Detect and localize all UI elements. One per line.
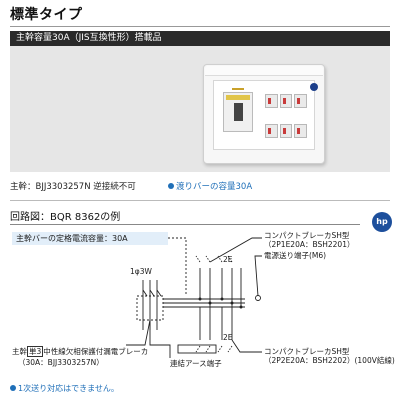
branch-breaker-row-bottom [265,124,308,138]
panel-lid [205,66,323,76]
hp-logo-icon: hp [372,212,392,232]
jumper-bar-note-text: 渡りバーの容量30A [176,182,253,192]
product-image-area [10,46,390,172]
main-breaker-leader [126,319,151,346]
branch-breaker [279,94,293,108]
bottom-2e-label: 2E [223,333,233,342]
bottom-branch-wires [199,303,233,340]
rating-leader-line [168,237,187,296]
main-breaker-tag: 単3 [27,346,44,357]
footnote: 1次送り対応はできません。 [10,383,119,394]
page-title: 標準タイプ [10,7,83,23]
junction-dot [239,305,243,309]
section-divider [10,200,390,201]
branch-breaker [294,94,308,108]
earth-terminal-label: 連結アース端子 [170,359,222,368]
breaker-label-strip [226,95,250,100]
junction-dot [208,301,212,305]
top-breaker-leader [209,237,262,263]
branch-breaker [279,124,293,138]
bullet-dot-icon [168,183,174,189]
junction-dot [220,297,224,301]
bottom-breaker-contacts [195,345,233,353]
branch-breaker [265,94,278,108]
supply-terminal-dot [255,295,261,301]
branch-breaker-row-top [265,94,308,108]
supply-terminal-leader [254,255,262,297]
bottom-breaker-label-line1: コンパクトブレーカSH型 [264,347,350,356]
top-branch-wires [199,268,242,307]
branch-breaker [294,124,308,138]
warning-mark [232,84,244,90]
main-breaker-contacts [142,289,162,297]
bullet-dot-icon [10,385,16,391]
supply-terminal-label: 電源送り端子(M6) [264,251,327,260]
earth-wire [149,320,171,358]
circuit-divider [10,224,360,225]
main-breaker-desc: 中性線欠相保護付漏電ブレーカ [43,347,149,356]
main-breaker-prefix: 主幹 [12,347,27,356]
bottom-breaker-label-line2: （2P2E20A：BSH2202）(100V結線) [264,356,395,365]
junction-dot [230,301,234,305]
top-breaker-label-line1: コンパクトブレーカSH型 [264,231,350,240]
jumper-bar-note: 渡りバーの容量30A [168,180,252,192]
title-divider [10,26,390,27]
top-2e-label: 2E [223,255,233,264]
main-unit-info: 主幹：BJJ3303257N 逆接続不可 [10,182,136,192]
brand-logo-mark [310,83,318,91]
earth-terminal-symbol [177,344,217,354]
bottom-breaker-leader [231,339,262,353]
main-breaker-symbol [136,295,164,321]
breaker-lever [234,103,243,121]
junction-dot [198,297,202,301]
top-breaker-contacts [195,255,233,263]
bar-rating-box: 主幹バーの定格電流容量：30A [12,232,168,245]
main-breaker-image [223,92,253,132]
top-breaker-label-line2: （2P1E20A：BSH2201） [264,240,355,249]
footnote-text: 1次送り対応はできません。 [18,384,119,393]
spec-banner: 主幹容量30A（JIS互換性形）搭載品 [10,31,390,46]
branch-breaker [265,124,278,138]
circuit-title: 回路図：BQR 8362の例 [10,212,121,223]
phase-label: 1φ3W [130,267,152,276]
main-breaker-model: （30A：BJJ3303257N） [18,358,104,367]
